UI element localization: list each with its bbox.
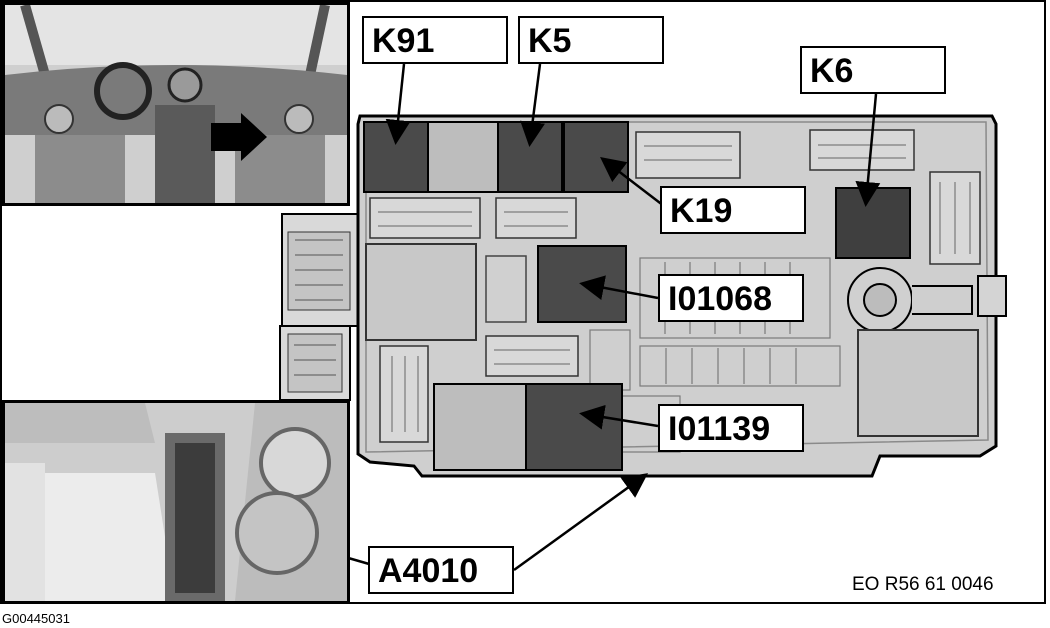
leader-k6	[855, 93, 881, 207]
callout-k6: K6	[800, 46, 946, 94]
inset-footwell-view	[2, 400, 350, 604]
connector-top-right	[809, 129, 915, 171]
module-i01068	[537, 245, 627, 323]
fuse-socket-small	[485, 255, 527, 323]
connector-row2-middle	[495, 197, 577, 239]
callout-k19: K19	[660, 186, 806, 234]
callout-k5: K5	[518, 16, 664, 64]
mounting-stud	[847, 267, 1007, 333]
leader-i01139	[579, 404, 659, 430]
inset-dashboard-view	[2, 2, 350, 206]
side-connector-upper	[281, 213, 359, 327]
figure-id: G00445031	[2, 611, 70, 626]
side-connector-lower	[279, 325, 351, 401]
connector-top-middle	[635, 131, 741, 179]
connector-right-vertical	[929, 171, 981, 265]
module-i01139	[525, 383, 623, 471]
fuse-block-right	[857, 329, 979, 437]
connector-lower-left	[379, 345, 429, 443]
callout-k91: K91	[362, 16, 508, 64]
callout-a4010: A4010	[368, 546, 514, 594]
relay-blank-bottom	[433, 383, 527, 471]
fuse-block-left	[365, 243, 477, 341]
connector-row2-left	[369, 197, 481, 239]
arrow-right-icon	[211, 113, 267, 161]
relay-k19	[563, 121, 629, 193]
leader-k5	[520, 63, 545, 147]
relay-blank-top	[427, 121, 499, 193]
reference-code: EO R56 61 0046	[852, 574, 994, 595]
callout-i01068: I01068	[658, 274, 804, 322]
leader-k91	[385, 63, 411, 145]
leader-k19	[600, 156, 665, 207]
leader-i01068	[579, 275, 659, 300]
leader-a4010-module	[513, 473, 649, 572]
relay-k6	[835, 187, 911, 259]
connector-lower-middle	[485, 335, 579, 377]
callout-i01139: I01139	[658, 404, 804, 452]
